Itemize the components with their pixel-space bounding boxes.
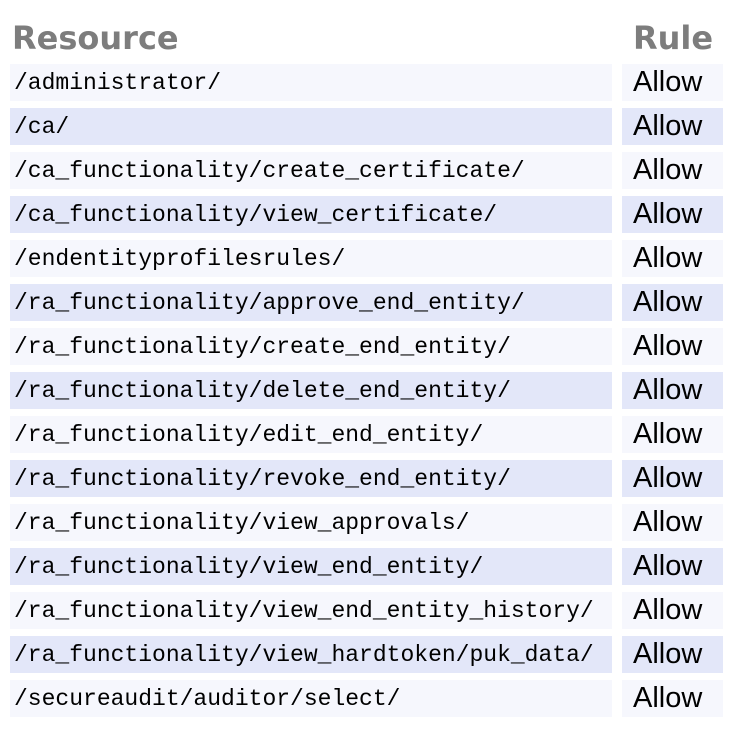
table-row: /ra_functionality/edit_end_entity/ Allow — [10, 416, 723, 453]
rule-cell: Allow — [622, 196, 723, 233]
resource-cell: /ca_functionality/create_certificate/ — [10, 152, 612, 189]
rule-cell: Allow — [622, 152, 723, 189]
resource-cell: /administrator/ — [10, 64, 612, 101]
rule-column-header: Rule — [633, 19, 714, 57]
table-row: /endentityprofilesrules/ Allow — [10, 240, 723, 277]
table-row: /ra_functionality/delete_end_entity/ All… — [10, 372, 723, 409]
resource-cell: /ra_functionality/view_end_entity_histor… — [10, 592, 612, 629]
table-row: /secureaudit/auditor/select/ Allow — [10, 680, 723, 717]
rule-cell: Allow — [622, 328, 723, 365]
rule-cell: Allow — [622, 548, 723, 585]
rule-cell: Allow — [622, 240, 723, 277]
rule-cell: Allow — [622, 284, 723, 321]
resource-cell: /ra_functionality/view_end_entity/ — [10, 548, 612, 585]
table-row: /ra_functionality/view_end_entity/ Allow — [10, 548, 723, 585]
rule-cell: Allow — [622, 372, 723, 409]
table-row: /ra_functionality/view_approvals/ Allow — [10, 504, 723, 541]
rule-cell: Allow — [622, 64, 723, 101]
resource-column-header: Resource — [12, 19, 179, 57]
resource-cell: /endentityprofilesrules/ — [10, 240, 612, 277]
rule-cell: Allow — [622, 680, 723, 717]
access-rules-table: Resource Rule /administrator/ Allow /ca/… — [10, 7, 723, 717]
table-row: /ra_functionality/view_hardtoken/puk_dat… — [10, 636, 723, 673]
table-row: /administrator/ Allow — [10, 64, 723, 101]
resource-cell: /ra_functionality/delete_end_entity/ — [10, 372, 612, 409]
resource-cell: /ra_functionality/create_end_entity/ — [10, 328, 612, 365]
rule-cell: Allow — [622, 460, 723, 497]
table-header-row: Resource Rule — [10, 7, 723, 57]
resource-cell: /ca_functionality/view_certificate/ — [10, 196, 612, 233]
table-row: /ca_functionality/create_certificate/ Al… — [10, 152, 723, 189]
resource-cell: /ca/ — [10, 108, 612, 145]
resource-cell: /ra_functionality/approve_end_entity/ — [10, 284, 612, 321]
table-row: /ra_functionality/view_end_entity_histor… — [10, 592, 723, 629]
rule-cell: Allow — [622, 108, 723, 145]
table-row: /ra_functionality/revoke_end_entity/ All… — [10, 460, 723, 497]
table-body: /administrator/ Allow /ca/ Allow /ca_fun… — [10, 64, 723, 717]
resource-cell: /ra_functionality/view_hardtoken/puk_dat… — [10, 636, 612, 673]
rule-cell: Allow — [622, 416, 723, 453]
resource-cell: /ra_functionality/view_approvals/ — [10, 504, 612, 541]
resource-cell: /ra_functionality/revoke_end_entity/ — [10, 460, 612, 497]
rule-cell: Allow — [622, 504, 723, 541]
table-row: /ca/ Allow — [10, 108, 723, 145]
resource-cell: /secureaudit/auditor/select/ — [10, 680, 612, 717]
resource-cell: /ra_functionality/edit_end_entity/ — [10, 416, 612, 453]
rule-cell: Allow — [622, 636, 723, 673]
rule-cell: Allow — [622, 592, 723, 629]
table-row: /ca_functionality/view_certificate/ Allo… — [10, 196, 723, 233]
table-row: /ra_functionality/create_end_entity/ All… — [10, 328, 723, 365]
table-row: /ra_functionality/approve_end_entity/ Al… — [10, 284, 723, 321]
